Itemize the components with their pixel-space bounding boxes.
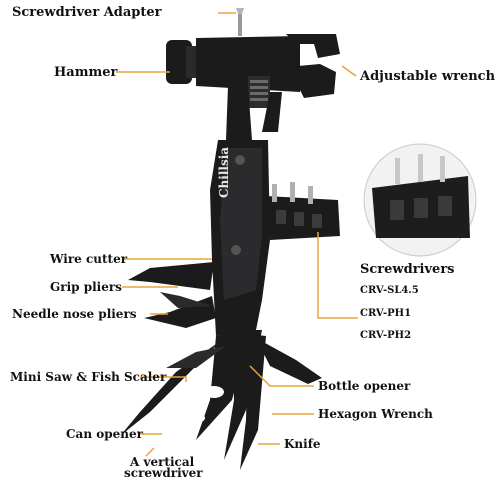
label-crv-ph2: CRV-PH2 bbox=[360, 330, 412, 341]
label-mini-saw: Mini Saw & Fish Scaler bbox=[10, 370, 167, 384]
screwdriver-inset bbox=[363, 143, 477, 257]
label-crv-sl: CRV-SL4.5 bbox=[360, 285, 419, 296]
label-hammer: Hammer bbox=[54, 65, 118, 80]
wrench-jaw-top bbox=[286, 34, 340, 58]
label-vertical-screwdriver-1: A vertical bbox=[130, 455, 195, 469]
knife-blade bbox=[240, 334, 266, 470]
label-grip-pliers: Grip pliers bbox=[50, 280, 122, 294]
label-knife: Knife bbox=[284, 437, 321, 451]
multitool bbox=[120, 8, 340, 470]
leader-lines bbox=[116, 12, 358, 457]
brand-logo-text: Chillsia bbox=[217, 146, 231, 198]
grip-pliers-upper bbox=[128, 262, 214, 290]
adapter-bit bbox=[238, 10, 242, 36]
label-screwdrivers: Screwdrivers bbox=[360, 262, 455, 277]
label-wire-cutter: Wire cutter bbox=[50, 252, 128, 266]
saw-blade bbox=[256, 338, 322, 384]
label-can-opener: Can opener bbox=[66, 427, 143, 441]
label-vertical-screwdriver-2: screwdriver bbox=[124, 466, 203, 480]
label-hexagon-wrench: Hexagon Wrench bbox=[318, 407, 433, 421]
head-bar bbox=[196, 36, 300, 92]
label-bottle-opener: Bottle opener bbox=[318, 379, 411, 393]
label-adjustable-wrench: Adjustable wrench bbox=[360, 69, 496, 84]
wrench-jaw-bottom bbox=[296, 64, 336, 98]
hammer-head bbox=[166, 40, 192, 84]
label-screwdriver-adapter: Screwdriver Adapter bbox=[12, 5, 162, 20]
label-crv-ph1: CRV-PH1 bbox=[360, 308, 412, 319]
label-needle-nose-pliers: Needle nose pliers bbox=[12, 307, 137, 321]
